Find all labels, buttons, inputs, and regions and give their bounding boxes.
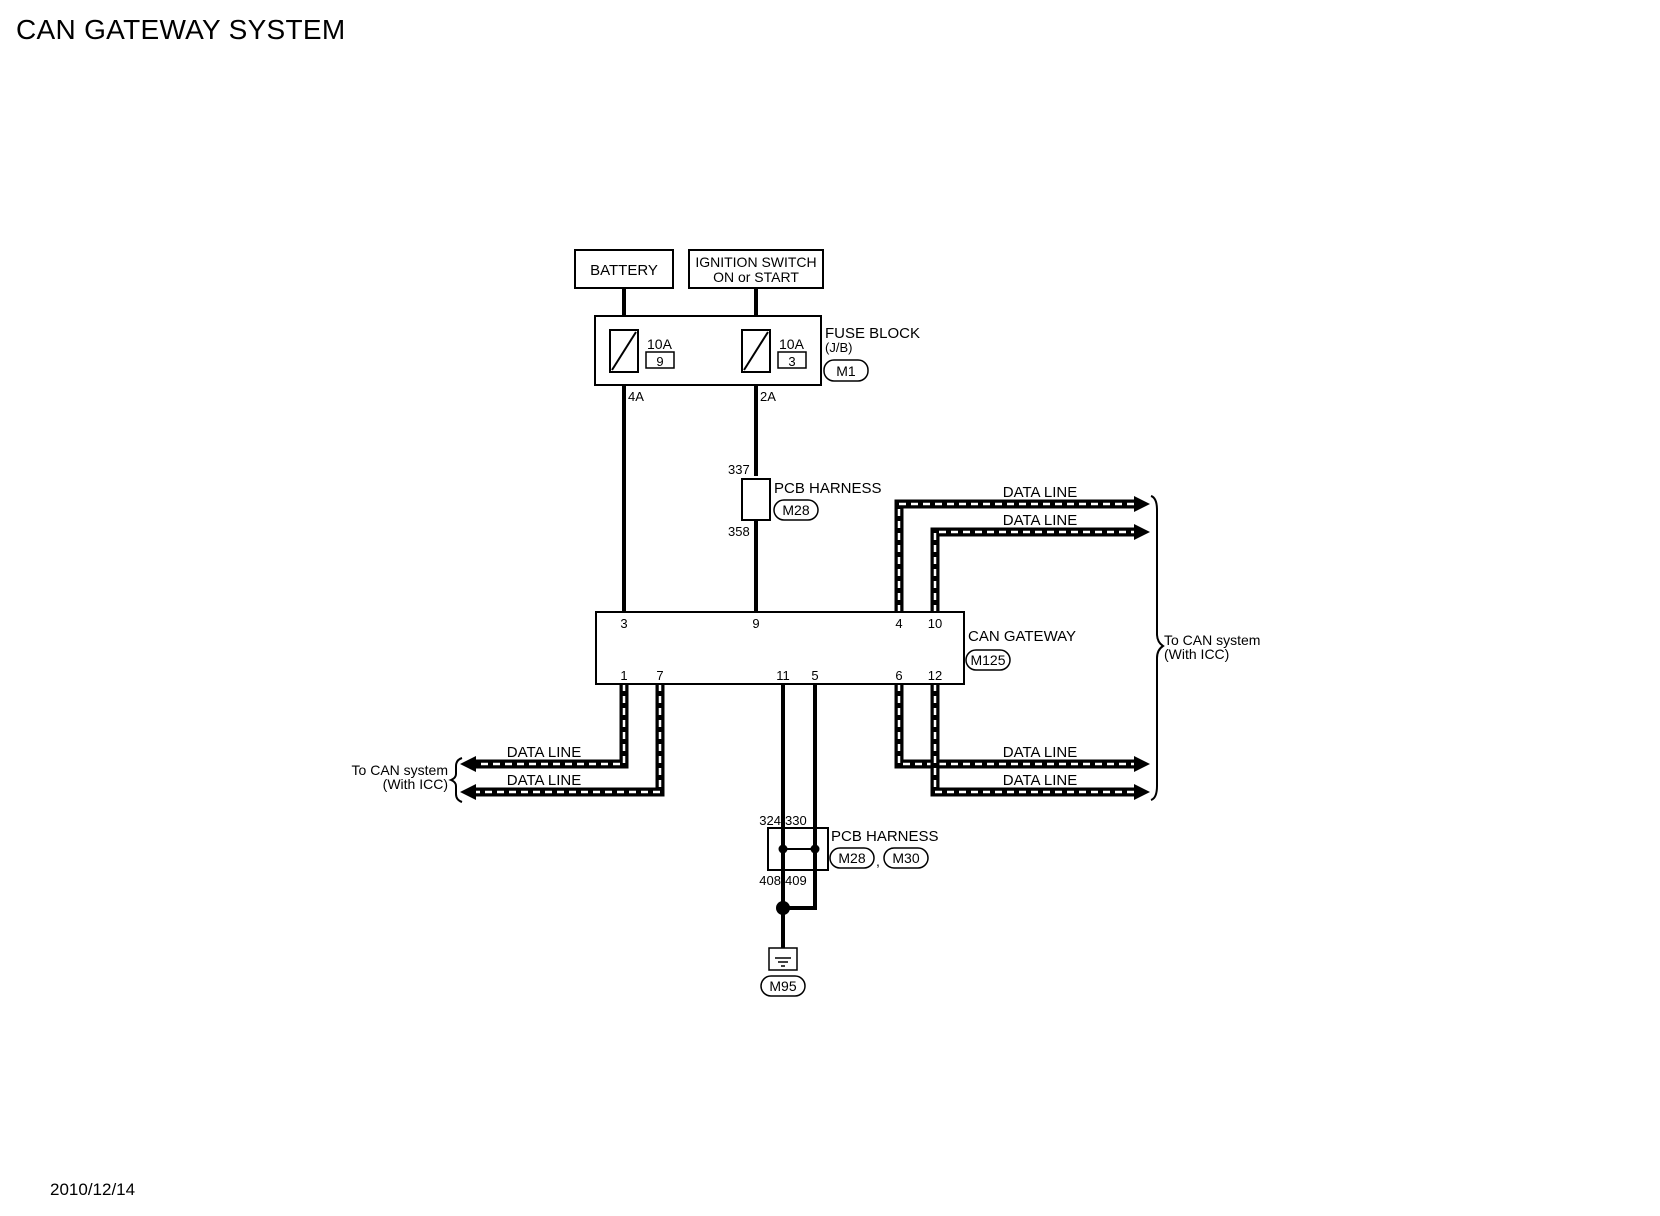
pcb-bottom-separator: , xyxy=(876,853,880,869)
arrow-right-icon xyxy=(1134,784,1150,800)
fuse-1-terminal: 4A xyxy=(628,389,644,404)
gateway-pin: 10 xyxy=(928,616,942,631)
can-gateway-label: CAN GATEWAY xyxy=(968,628,1076,645)
ground-connector: M95 xyxy=(769,978,796,994)
destination-left-line1: To CAN system xyxy=(352,762,448,778)
data-line-right-bottom-1 xyxy=(894,684,1150,772)
data-line-label: DATA LINE xyxy=(1003,512,1077,529)
can-gateway-connector-badge xyxy=(965,649,1011,671)
fuse-2-number-box xyxy=(777,351,807,369)
gateway-pin: 11 xyxy=(776,668,790,683)
ground-wire-5 xyxy=(783,684,817,910)
pcb-bottom-pin: 408 xyxy=(759,873,781,888)
gateway-pin: 5 xyxy=(811,668,818,683)
arrow-right-icon xyxy=(1134,496,1150,512)
fuse-block-subtitle: (J/B) xyxy=(825,340,852,355)
fuse-1-rating: 10A xyxy=(647,336,673,352)
pcb-top-pin-out: 358 xyxy=(728,524,750,539)
ignition-switch-box: IGNITION SWITCH ON or START xyxy=(688,249,824,289)
pcb-bottom-connector: M30 xyxy=(892,850,919,866)
fuse-block-title: FUSE BLOCK xyxy=(825,325,920,342)
gateway-pin: 4 xyxy=(895,616,902,631)
fuse-block-connector-badge xyxy=(823,359,869,382)
data-line-right-top-1 xyxy=(894,496,1150,612)
pcb-harness-bottom: 324 330 408 409 PCB HARNESS M28 , M30 xyxy=(759,813,938,888)
arrow-right-icon xyxy=(1134,524,1150,540)
destination-right-line2: (With ICC) xyxy=(1164,646,1229,662)
data-line-label: DATA LINE xyxy=(1003,484,1077,501)
arrow-right-icon xyxy=(1134,756,1150,772)
fuse-2-rating: 10A xyxy=(779,336,805,352)
pcb-top-connector-badge xyxy=(773,499,819,521)
fuse-block-connector: M1 xyxy=(836,363,856,379)
fuse-1-number-box xyxy=(645,351,675,369)
fuse-1-number: 9 xyxy=(656,354,663,369)
can-gateway-module: 3 9 4 10 1 7 11 5 6 12 xyxy=(595,611,965,685)
destination-left-line2: (With ICC) xyxy=(383,776,448,792)
pcb-top-connector: M28 xyxy=(782,502,809,518)
pcb-top-pin-in: 337 xyxy=(728,462,750,477)
pcb-bottom-connector-badge xyxy=(883,847,929,869)
pcb-bottom-connector: M28 xyxy=(838,850,865,866)
data-line-label: DATA LINE xyxy=(507,744,581,761)
data-line-label: DATA LINE xyxy=(1003,772,1077,789)
arrow-left-icon xyxy=(460,784,476,800)
pcb-bottom-connector-badge xyxy=(829,847,875,869)
pcb-top-label: PCB HARNESS xyxy=(774,480,882,497)
data-line-right-top-2 xyxy=(930,524,1150,612)
page-title: CAN GATEWAY SYSTEM xyxy=(16,14,346,45)
gateway-pin: 9 xyxy=(752,616,759,631)
pcb-bottom-pin: 324 xyxy=(759,813,781,828)
fuse-2-number: 3 xyxy=(788,354,795,369)
data-line-left-2 xyxy=(460,684,665,800)
arrow-left-icon xyxy=(460,756,476,772)
data-line-left-1 xyxy=(460,684,629,772)
pcb-harness-top: 337 358 PCB HARNESS M28 xyxy=(728,462,882,539)
page-date: 2010/12/14 xyxy=(50,1180,136,1199)
gateway-pin: 3 xyxy=(620,616,627,631)
gateway-pin: 7 xyxy=(656,668,663,683)
can-gateway-connector: M125 xyxy=(970,652,1005,668)
gateway-pin: 6 xyxy=(895,668,902,683)
gateway-pin: 1 xyxy=(620,668,627,683)
splice-dot xyxy=(776,901,790,915)
brace-left xyxy=(448,757,463,803)
gateway-pin: 12 xyxy=(928,668,942,683)
data-line-label: DATA LINE xyxy=(1003,744,1077,761)
ground-connector-badge xyxy=(760,975,806,997)
fuse-block: 10A 9 4A 10A 3 2A xyxy=(594,315,822,404)
pcb-bottom-pin: 330 xyxy=(785,813,807,828)
battery-box: BATTERY xyxy=(574,249,674,289)
data-line-label: DATA LINE xyxy=(507,772,581,789)
brace-right xyxy=(1150,495,1165,801)
ground-icon xyxy=(768,947,798,971)
ignition-label-line2: ON or START xyxy=(713,269,799,285)
battery-label: BATTERY xyxy=(590,262,658,279)
fuse-2-terminal: 2A xyxy=(760,389,776,404)
pcb-bottom-label: PCB HARNESS xyxy=(831,828,939,845)
pcb-bottom-pin: 409 xyxy=(785,873,807,888)
ignition-label-line1: IGNITION SWITCH xyxy=(695,254,816,270)
destination-right-line1: To CAN system xyxy=(1164,632,1260,648)
data-line-right-bottom-2 xyxy=(930,684,1150,800)
